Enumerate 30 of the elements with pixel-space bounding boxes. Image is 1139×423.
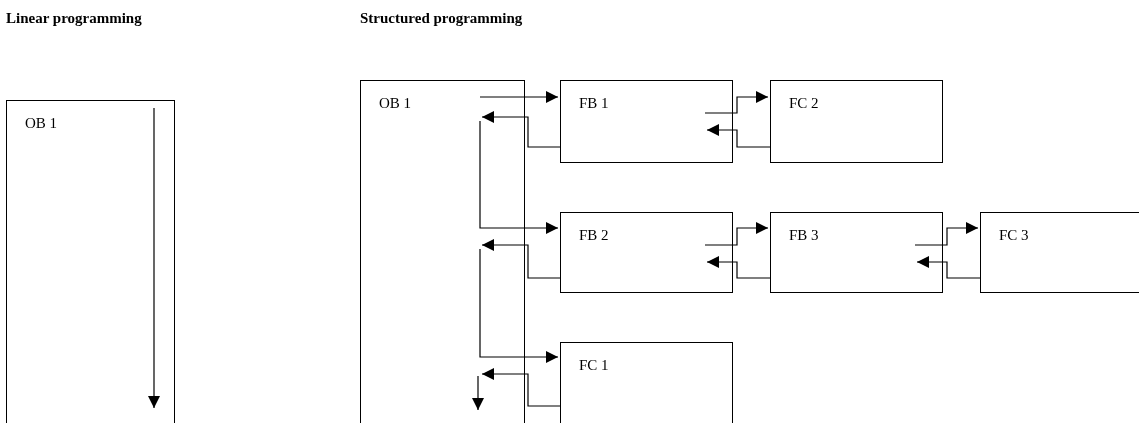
block-name: OB 1 [25,115,58,132]
block-name: FB 1 [579,95,609,112]
block-box [360,80,525,423]
arrow [706,124,771,148]
block-name: OB 1 [379,95,412,112]
block-box [560,212,733,293]
block-box [560,342,733,423]
arrow [916,256,981,279]
block-name: FB 2 [579,227,609,244]
block-box [6,100,175,423]
block-name: FC 3 [999,227,1029,244]
heading: Structured programming [360,10,523,27]
block-box [980,212,1139,293]
arrow [479,91,559,103]
arrow [706,256,771,279]
block-box [560,80,733,163]
block-box [770,80,943,163]
block-box [770,212,943,293]
arrow [914,222,979,246]
arrow [481,368,561,407]
block-name: FC 1 [579,357,609,374]
block-name: FC 2 [789,95,819,112]
arrow [704,222,769,246]
arrow [479,120,559,234]
heading: Linear programming [6,10,142,27]
arrow [704,91,769,114]
arrow [479,248,559,363]
arrow [481,111,561,148]
arrow [481,239,561,279]
block-name: FB 3 [789,227,819,244]
